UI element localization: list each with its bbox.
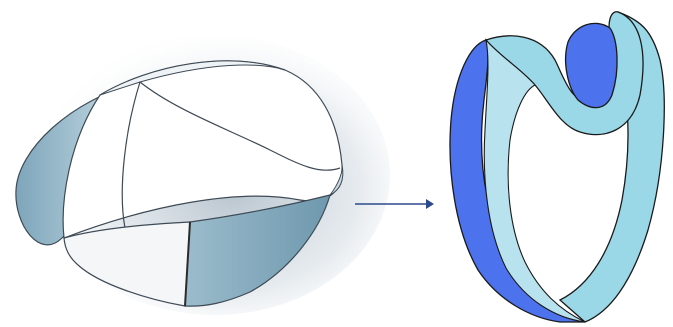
left-band-illustration: [16, 35, 390, 315]
right-band-illustration: [450, 12, 664, 322]
